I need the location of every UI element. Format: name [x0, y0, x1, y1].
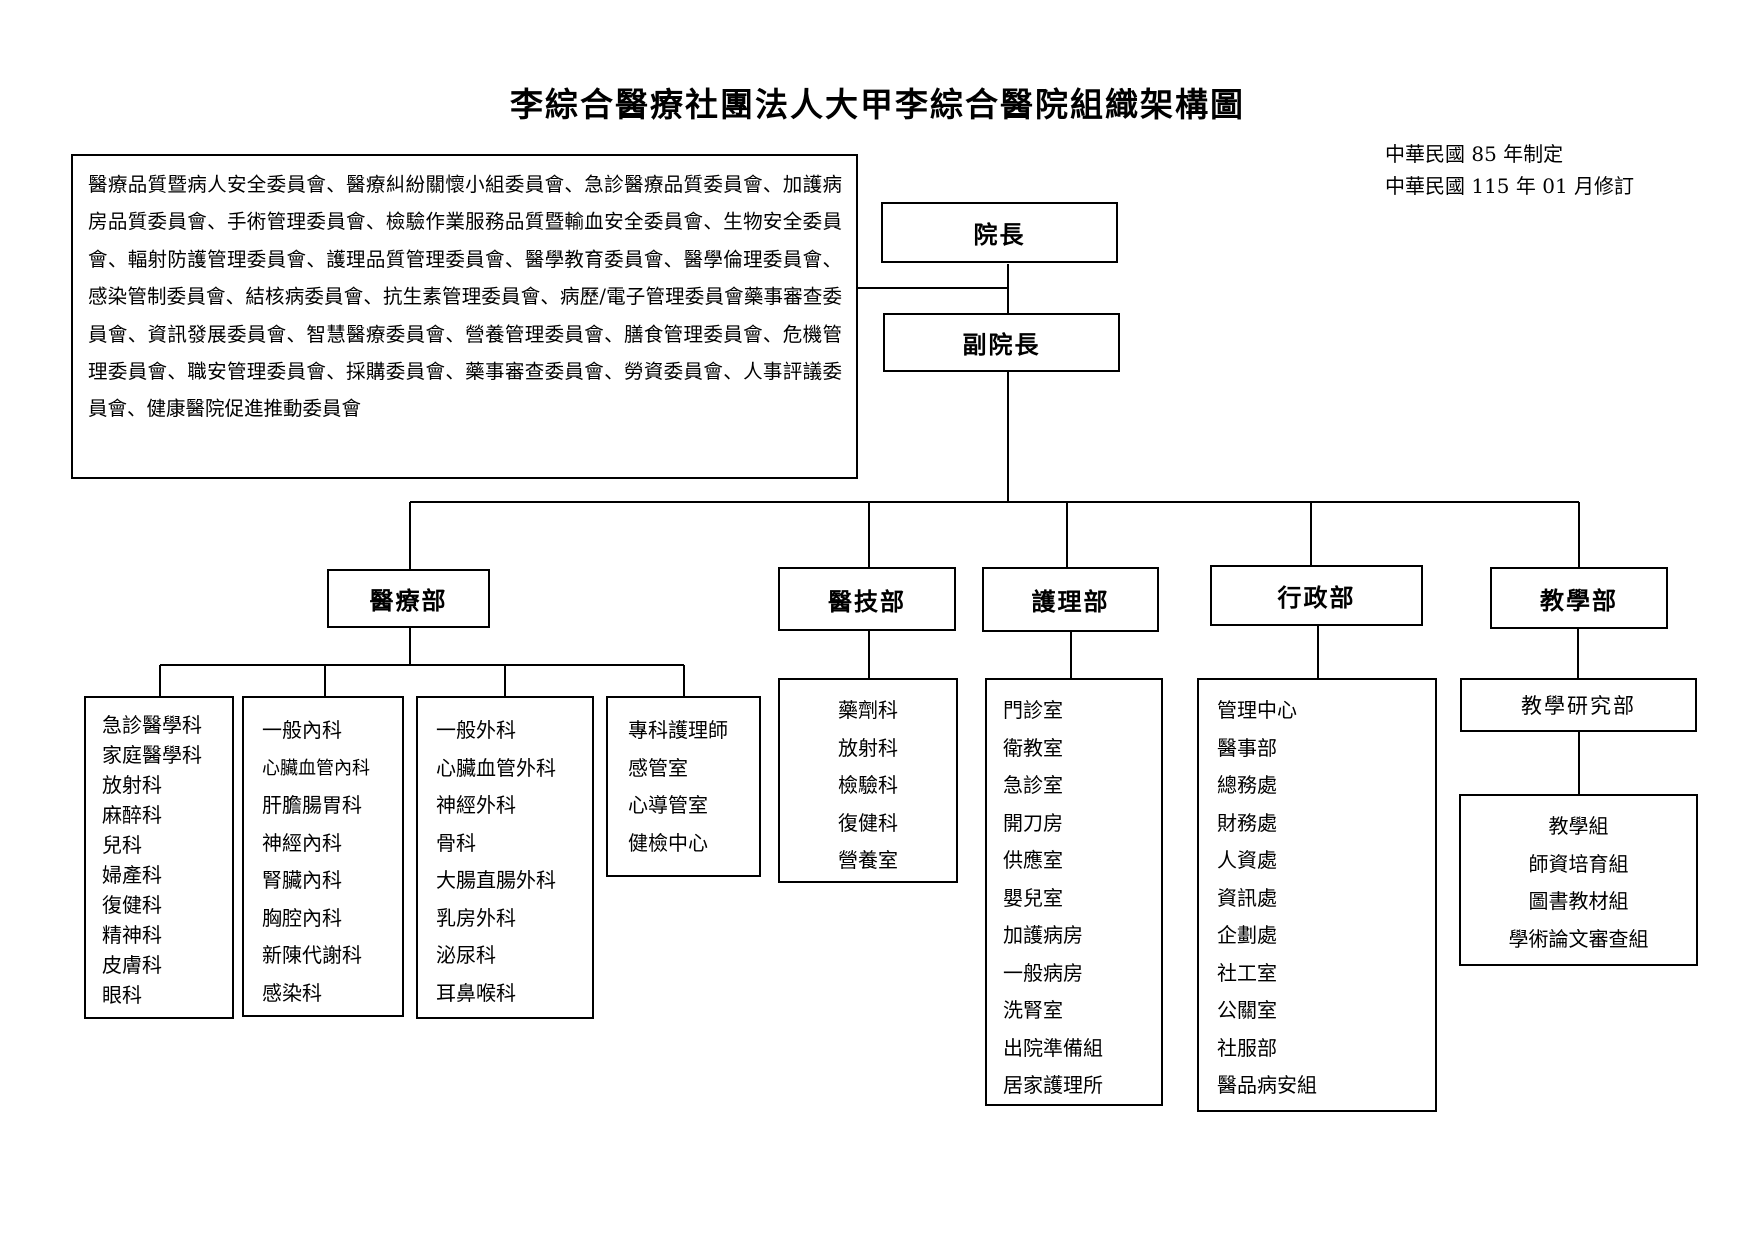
nursing-units: 門診室 衛教室 急診室 開刀房 供應室 嬰兒室 加護病房 一般病房 洗腎室 出院…	[985, 678, 1163, 1106]
unit-item: 學術論文審查組	[1508, 926, 1649, 951]
unit-item: 泌尿科	[436, 943, 496, 967]
unit-item: 一般外科	[436, 718, 516, 742]
unit-item: 復健科	[102, 893, 162, 917]
unit-item: 腎臟內科	[262, 868, 342, 892]
unit-item: 胸腔內科	[262, 905, 342, 930]
unit-item: 社工室	[1217, 960, 1277, 985]
unit-item: 麻醉科	[102, 803, 162, 827]
revision-info: 中華民國 85 年制定 中華民國 115 年 01 月修訂	[1385, 138, 1634, 202]
vice-president-box: 副院長	[883, 313, 1120, 372]
unit-item: 新陳代謝科	[262, 943, 362, 967]
dept-admin-label: 行政部	[1277, 583, 1356, 612]
dept-nursing-box: 護理部	[982, 567, 1159, 632]
committees-box: 醫療品質暨病人安全委員會、醫療糾紛關懷小組委員會、急診醫療品質委員會、加護病房品…	[71, 154, 858, 479]
president-box: 院長	[881, 202, 1118, 263]
unit-item: 居家護理所	[1003, 1073, 1103, 1097]
unit-item: 兒科	[102, 833, 142, 857]
dept-admin-box: 行政部	[1210, 565, 1423, 626]
unit-item: 大腸直腸外科	[436, 868, 556, 892]
unit-item: 醫事部	[1217, 735, 1277, 760]
unit-item: 肝膽腸胃科	[262, 793, 362, 817]
unit-item: 供應室	[1003, 848, 1063, 872]
unit-item: 一般病房	[1003, 960, 1083, 985]
dept-medtech-box: 醫技部	[778, 567, 956, 631]
unit-item: 管理中心	[1217, 698, 1297, 722]
unit-item: 社服部	[1217, 1035, 1277, 1060]
medical-group-3: 一般外科 心臟血管外科 神經外科 骨科 大腸直腸外科 乳房外科 泌尿科 耳鼻喉科	[416, 696, 594, 1019]
dept-medical-label: 醫療部	[369, 586, 448, 615]
unit-item: 婦產科	[102, 863, 162, 887]
unit-item: 公關室	[1217, 998, 1277, 1022]
unit-item: 骨科	[436, 830, 476, 855]
unit-item: 檢驗科	[838, 773, 898, 797]
dept-medtech-label: 醫技部	[828, 586, 906, 616]
unit-item: 出院準備組	[1003, 1035, 1103, 1060]
unit-item: 開刀房	[1003, 810, 1063, 835]
unit-item: 家庭醫學科	[102, 743, 202, 767]
unit-item: 精神科	[102, 923, 162, 947]
unit-item: 神經內科	[262, 830, 342, 855]
medtech-units: 藥劑科 放射科 檢驗科 復健科 營養室	[778, 678, 958, 883]
unit-item: 感管室	[628, 755, 688, 780]
unit-item: 一般內科	[262, 718, 342, 742]
unit-item: 急診室	[1003, 773, 1063, 797]
unit-item: 教學組	[1548, 814, 1609, 838]
chart-title: 李綜合醫療社團法人大甲李綜合醫院組織架構圖	[510, 85, 1245, 124]
unit-item: 耳鼻喉科	[436, 980, 516, 1005]
unit-item: 資訊處	[1217, 885, 1277, 910]
unit-item: 專科護理師	[628, 718, 728, 742]
unit-item: 師資培育組	[1528, 851, 1629, 876]
unit-item: 感染科	[262, 980, 322, 1005]
unit-item: 人資處	[1217, 848, 1277, 872]
dept-teaching-box: 教學部	[1490, 567, 1668, 629]
unit-item: 企劃處	[1217, 923, 1277, 947]
medical-group-2: 一般內科 心臟血管內科 肝膽腸胃科 神經內科 腎臟內科 胸腔內科 新陳代謝科 感…	[242, 696, 404, 1017]
unit-item: 放射科	[838, 735, 898, 760]
revised-date: 中華民國 115 年 01 月修訂	[1385, 174, 1635, 198]
unit-item: 醫品病安組	[1217, 1073, 1317, 1097]
unit-item: 心導管室	[628, 793, 708, 817]
medical-group-1: 急診醫學科 家庭醫學科 放射科 麻醉科 兒科 婦產科 復健科 精神科 皮膚科 眼…	[84, 696, 234, 1019]
president-label: 院長	[973, 220, 1026, 249]
unit-item: 藥劑科	[838, 698, 898, 722]
dept-nursing-label: 護理部	[1031, 587, 1110, 616]
unit-item: 洗腎室	[1003, 998, 1063, 1022]
teaching-research-box: 教學研究部	[1460, 678, 1697, 732]
established-date: 中華民國 85 年制定	[1385, 142, 1564, 166]
unit-item: 復健科	[838, 810, 898, 835]
unit-item: 財務處	[1217, 810, 1277, 835]
unit-item: 衛教室	[1003, 735, 1063, 760]
unit-item: 圖書教材組	[1528, 889, 1629, 913]
teaching-units: 教學組 師資培育組 圖書教材組 學術論文審查組	[1459, 794, 1698, 966]
unit-item: 皮膚科	[102, 953, 162, 977]
teaching-research-label: 教學研究部	[1521, 694, 1636, 718]
vice-president-label: 副院長	[962, 330, 1041, 359]
dept-teaching-label: 教學部	[1540, 585, 1618, 615]
unit-item: 放射科	[102, 773, 162, 797]
unit-item: 眼科	[102, 983, 142, 1007]
unit-item: 嬰兒室	[1003, 885, 1063, 910]
unit-item: 門診室	[1003, 698, 1063, 722]
unit-item: 急診醫學科	[102, 713, 202, 737]
unit-item: 加護病房	[1003, 923, 1083, 947]
unit-item: 神經外科	[436, 793, 516, 817]
unit-item: 乳房外科	[436, 905, 516, 930]
unit-item: 總務處	[1217, 773, 1277, 797]
admin-units: 管理中心 醫事部 總務處 財務處 人資處 資訊處 企劃處 社工室 公關室 社服部…	[1197, 678, 1437, 1112]
unit-item: 心臟血管內科	[262, 757, 370, 779]
dept-medical-box: 醫療部	[327, 569, 490, 628]
unit-item: 心臟血管外科	[436, 755, 556, 780]
unit-item: 營養室	[838, 848, 898, 872]
medical-group-4: 專科護理師 感管室 心導管室 健檢中心	[606, 696, 761, 877]
unit-item: 健檢中心	[628, 830, 708, 855]
